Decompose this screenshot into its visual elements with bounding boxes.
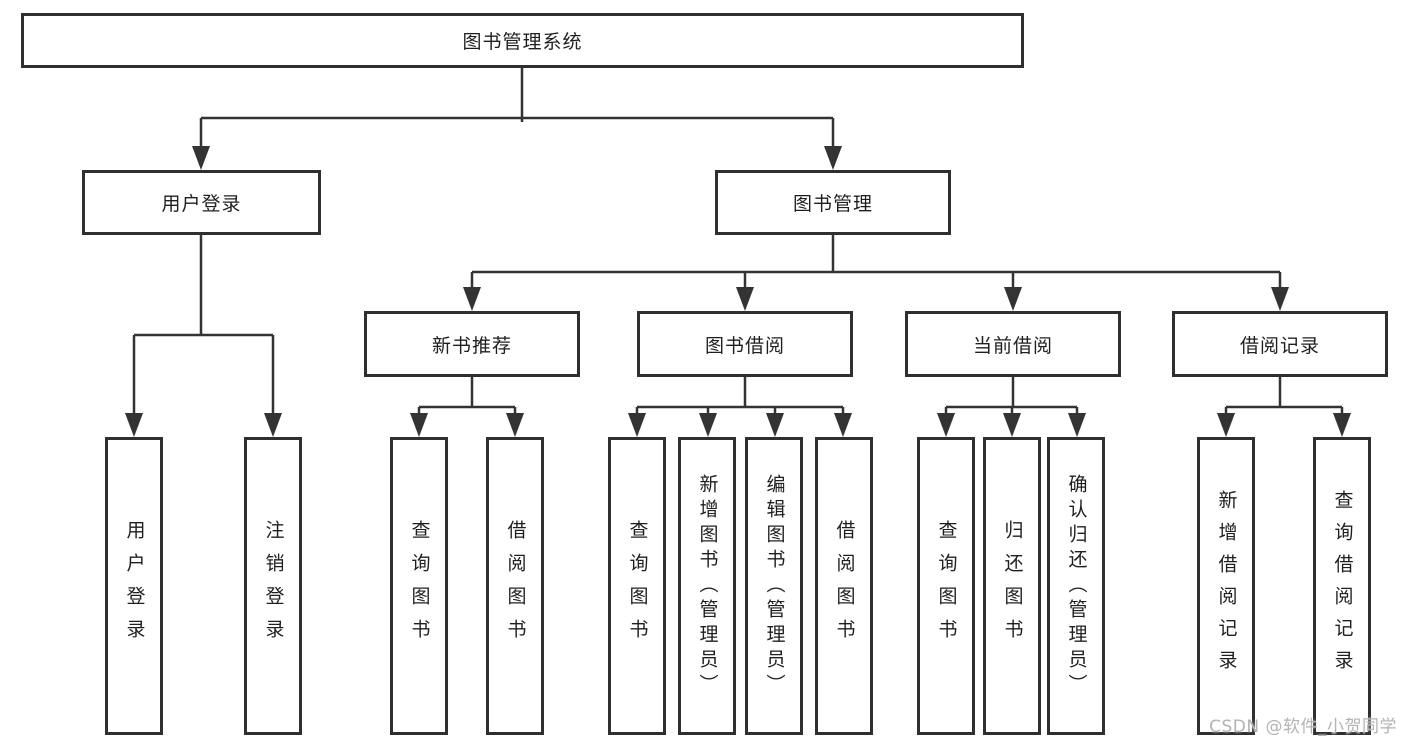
leaf-record-add-borrow-record: 新增借阅记录 bbox=[1197, 437, 1255, 735]
node-current-borrow: 当前借阅 bbox=[905, 311, 1121, 377]
leaf-logout: 注销登录 bbox=[244, 437, 302, 735]
leaf-newbook-borrow-books: 借阅图书 bbox=[486, 437, 544, 735]
arrowheads bbox=[125, 146, 1351, 437]
leaf-borrow-edit-books-admin: 编辑图书（管理员） bbox=[745, 437, 803, 735]
csdn-watermark: CSDN @软件_小贺同学 bbox=[1209, 717, 1397, 737]
node-root-system: 图书管理系统 bbox=[21, 13, 1024, 68]
leaf-borrow-add-books-admin: 新增图书（管理员） bbox=[678, 437, 736, 735]
leaf-borrow-borrow-books: 借阅图书 bbox=[815, 437, 873, 735]
leaf-newbook-query-books: 查询图书 bbox=[390, 437, 448, 735]
leaf-current-return-books: 归还图书 bbox=[983, 437, 1041, 735]
leaf-user-login: 用户登录 bbox=[105, 437, 163, 735]
node-new-book-recommend: 新书推荐 bbox=[364, 311, 580, 377]
leaf-borrow-query-books: 查询图书 bbox=[608, 437, 666, 735]
node-user-login: 用户登录 bbox=[82, 170, 321, 235]
leaf-current-confirm-return-admin: 确认归还（管理员） bbox=[1047, 437, 1105, 735]
node-book-management: 图书管理 bbox=[715, 170, 951, 235]
node-book-borrow: 图书借阅 bbox=[637, 311, 853, 377]
leaf-record-query-borrow-record: 查询借阅记录 bbox=[1313, 437, 1371, 735]
node-borrow-record: 借阅记录 bbox=[1172, 311, 1388, 377]
leaf-current-query-books: 查询图书 bbox=[917, 437, 975, 735]
